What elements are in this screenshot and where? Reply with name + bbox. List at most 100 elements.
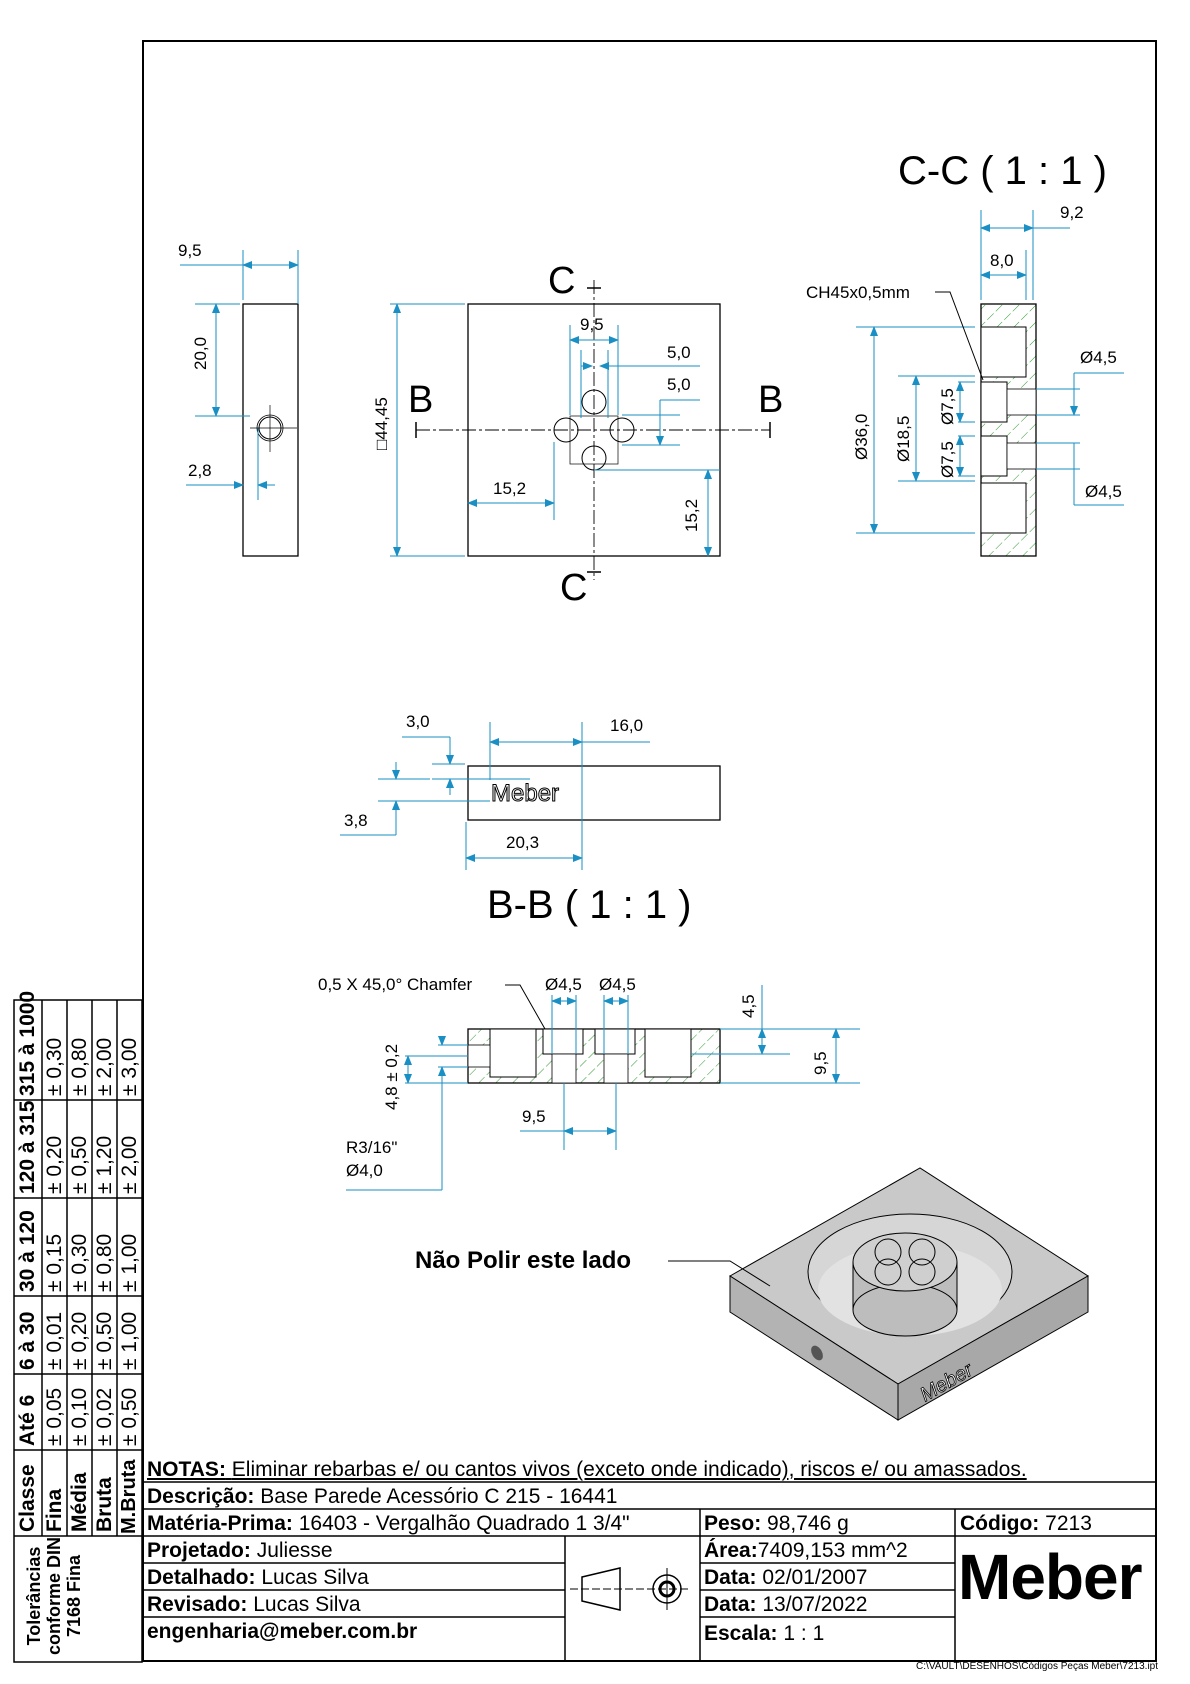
cc-dim-depth-total: 9,2	[1060, 203, 1084, 222]
side-dim-hole-top: 20,0	[191, 337, 210, 370]
date-created-row: Data: 02/01/2007	[704, 1565, 867, 1591]
date-revised-row: Data: 13/07/2022	[704, 1592, 867, 1618]
eng-dim-height: 3,0	[406, 712, 430, 731]
date-revised-value: 13/07/2022	[762, 1593, 868, 1616]
code-row: Código: 7213	[960, 1511, 1092, 1537]
date-revised-label: Data:	[704, 1593, 757, 1616]
tol-cell: ± 0,20	[43, 1135, 66, 1194]
side-dim-offset: 2,8	[188, 461, 212, 480]
reviewer-label: Revisado:	[147, 1593, 248, 1616]
cc-dim-hole-a: Ø7,5	[938, 388, 957, 425]
section-mark-b-right: B	[758, 379, 783, 421]
date-created-label: Data:	[704, 1566, 757, 1589]
cc-dim-hole-b: Ø7,5	[938, 441, 957, 478]
tol-row-mbruta: M.Bruta	[118, 1459, 140, 1534]
front-dim-pattern: 9,5	[580, 315, 604, 334]
material-value: 16403 - Vergalhão Quadrado 1 3/4"	[298, 1512, 630, 1535]
drawing-frame	[142, 40, 1157, 1662]
bb-dim-thickness: 9,5	[811, 1051, 830, 1075]
bb-thread-note-1: R3/16"	[346, 1138, 397, 1157]
first-angle-projection-icon	[570, 1567, 690, 1611]
front-dim-spacing-v: 5,0	[667, 375, 691, 394]
tol-cell: ± 1,20	[93, 1135, 116, 1194]
cc-dim-depth-pocket: 8,0	[990, 251, 1014, 270]
tol-row-media: Média	[68, 1472, 91, 1532]
tolerance-table-grid	[13, 999, 143, 1663]
side-view: 9,5 20,0 2,8	[178, 241, 299, 557]
eng-dim-edge: 3,8	[344, 811, 368, 830]
designer-row: Projetado: Juliesse	[147, 1538, 333, 1564]
eng-dim-start: 20,3	[506, 833, 539, 852]
description-row: Descrição: Base Parede Acessório C 215 -…	[147, 1484, 617, 1510]
tol-row-fina: Fina	[43, 1488, 66, 1532]
tol-cell: ± 0,01	[43, 1311, 66, 1370]
front-dim-offset-x: 15,2	[493, 479, 526, 498]
bb-dim-pocket-depth: 4,5	[739, 994, 758, 1018]
tol-cell: ± 0,30	[68, 1233, 91, 1292]
designer-label: Projetado:	[147, 1539, 251, 1562]
reviewer-row: Revisado: Lucas Silva	[147, 1592, 361, 1618]
tol-cell: ± 0,80	[93, 1233, 116, 1292]
material-row: Matéria-Prima: 16403 - Vergalhão Quadrad…	[147, 1511, 630, 1537]
tol-cell: ± 0,50	[68, 1135, 91, 1194]
tol-cell: ± 2,00	[118, 1135, 141, 1194]
cc-chamfer-note: CH45x0,5mm	[806, 283, 910, 302]
front-dim-square: □44,45	[372, 397, 391, 450]
bb-thread-note-2: Ø4,0	[346, 1161, 383, 1180]
front-dim-offset-y: 15,2	[682, 499, 701, 532]
bb-dim-spacing: 9,5	[522, 1107, 546, 1126]
tol-cell: ± 0,05	[43, 1387, 66, 1446]
weight-value: 98,746 g	[767, 1512, 849, 1535]
tol-cell: ± 0,50	[93, 1311, 116, 1370]
weight-row: Peso: 98,746 g	[704, 1511, 849, 1537]
engraving-view: Meber 3,0 3,8 16,0 20,3 B-B ( 1 : 1 )	[340, 712, 721, 927]
notes-text: Eliminar rebarbas e/ ou cantos vivos (ex…	[231, 1458, 1027, 1481]
tol-row-bruta: Bruta	[93, 1477, 116, 1532]
front-dim-spacing-h: 5,0	[667, 343, 691, 362]
company-logo: Meber	[958, 1541, 1142, 1613]
cc-dim-outer: Ø36,0	[852, 414, 871, 460]
area-row: Área:7409,153 mm^2	[704, 1538, 908, 1564]
detailer-label: Detalhado:	[147, 1566, 256, 1589]
section-bb-title: B-B ( 1 : 1 )	[487, 883, 692, 927]
bb-chamfer-note: 0,5 X 45,0° Chamfer	[318, 975, 473, 994]
side-dim-width: 9,5	[178, 241, 202, 260]
scale-value: 1 : 1	[783, 1622, 825, 1645]
tol-col-ate6: Até 6	[16, 1394, 39, 1446]
bb-dim-dia-b: Ø4,5	[599, 975, 636, 994]
tol-cell: ± 1,00	[118, 1233, 141, 1292]
eng-dim-length: 16,0	[610, 716, 643, 735]
cc-dim-boss: Ø18,5	[894, 416, 913, 462]
tol-cell: ± 0,15	[43, 1233, 66, 1292]
description-label: Descrição:	[147, 1485, 255, 1508]
section-cc-view: C-C ( 1 : 1 ) 9,2	[806, 149, 1124, 557]
area-value: 7409,153 mm^2	[757, 1539, 908, 1562]
email-link[interactable]: engenharia@meber.com.br	[147, 1620, 418, 1643]
cc-dim-thru-a: Ø4,5	[1080, 348, 1117, 367]
detailer-value: Lucas Silva	[261, 1566, 369, 1589]
title-block-grid	[142, 1481, 1157, 1662]
tol-col-classe: Classe	[16, 1464, 39, 1532]
reviewer-value: Lucas Silva	[253, 1593, 361, 1616]
weight-label: Peso:	[704, 1512, 762, 1535]
tol-cell: ± 0,10	[68, 1387, 91, 1446]
description-value: Base Parede Acessório C 215 - 16441	[260, 1485, 618, 1508]
tol-col-315a1000: 315 à 1000	[16, 990, 39, 1096]
notes-label: NOTAS:	[147, 1458, 226, 1481]
bb-dim-hole-height: 4,8 ± 0,2	[382, 1044, 401, 1110]
notes-row: NOTAS: Eliminar rebarbas e/ ou cantos vi…	[147, 1457, 1027, 1483]
section-cc-title: C-C ( 1 : 1 )	[898, 149, 1107, 193]
side-view-outline	[242, 303, 299, 557]
tol-cell: ± 0,50	[118, 1387, 141, 1446]
section-mark-b-left: B	[408, 379, 433, 421]
section-bb-view: 0,5 X 45,0° Chamfer Ø4,5 Ø4,5 4,5 9,5 4,…	[318, 975, 860, 1191]
tol-col-6a30: 6 à 30	[16, 1311, 39, 1370]
detailer-row: Detalhado: Lucas Silva	[147, 1565, 369, 1591]
tol-cell: ± 0,20	[68, 1311, 91, 1370]
tol-cell: ± 0,80	[68, 1037, 91, 1096]
scale-label: Escala:	[704, 1622, 778, 1645]
tol-cell: ± 0,30	[43, 1037, 66, 1096]
area-label: Área:	[704, 1539, 758, 1562]
code-label: Código:	[960, 1512, 1040, 1535]
